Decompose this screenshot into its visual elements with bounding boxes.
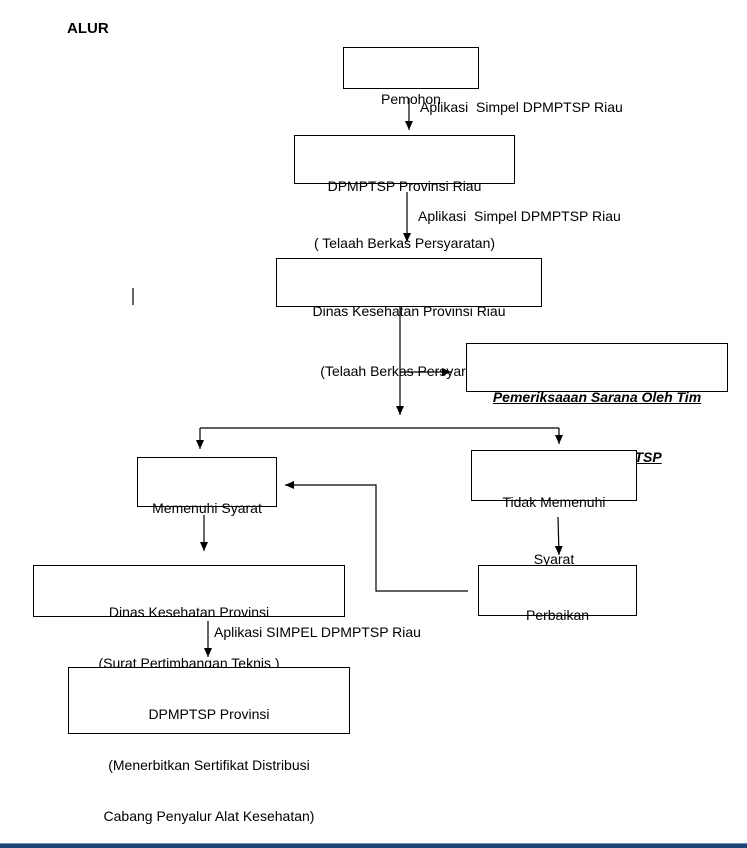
step-dpmptsp-provinsi-line-3: Cabang Penyalur Alat Kesehatan): [103, 808, 315, 824]
step-perbaikan-line-1: Perbaikan: [525, 607, 590, 623]
step-pemeriksaan-line-1: Pemeriksaaan Sarana Oleh Tim: [492, 389, 702, 405]
step-memenuhi-syarat-line-1: Memenuhi Syarat: [152, 500, 262, 516]
step-dinkes-riau-line-1: Dinas Kesehatan Provinsi Riau: [312, 303, 506, 319]
step-dpmptsp-riau-line-2: ( Telaah Berkas Persyaratan): [313, 235, 496, 251]
step-dpmptsp-provinsi: DPMPTSP Provinsi (Menerbitkan Sertifikat…: [68, 667, 350, 824]
step-dpmptsp-provinsi-line-2: (Menerbitkan Sertifikat Distribusi: [108, 757, 310, 773]
step-dinkes-provinsi: Dinas Kesehatan Provinsi (Surat Pertimba…: [33, 565, 345, 671]
step-dpmptsp-riau: DPMPTSP Provinsi Riau ( Telaah Berkas Pe…: [294, 135, 515, 251]
step-pemohon: Pemohon: [343, 47, 479, 107]
step-memenuhi-syarat: Memenuhi Syarat: [137, 457, 277, 516]
step-pemohon-line-1: Pemohon: [381, 91, 441, 107]
step-pemeriksaan: Pemeriksaaan Sarana Oleh Tim Teknis & DP…: [466, 343, 728, 465]
step-dpmptsp-riau-line-1: DPMPTSP Provinsi Riau: [327, 178, 482, 194]
step-dpmptsp-provinsi-line-1: DPMPTSP Provinsi: [148, 706, 270, 722]
step-dinkes-provinsi-line-1: Dinas Kesehatan Provinsi: [108, 604, 270, 620]
step-dinkes-riau: Dinas Kesehatan Provinsi Riau (Telaah Be…: [276, 258, 542, 379]
arrow-label-aplikasi-2: Aplikasi Simpel DPMPTSP Riau: [418, 208, 621, 224]
arrow-label-aplikasi-1: Aplikasi Simpel DPMPTSP Riau: [420, 99, 623, 115]
arrow-label-aplikasi-3: Aplikasi SIMPEL DPMPTSP Riau: [214, 624, 421, 640]
footer-bar: [0, 843, 747, 848]
step-tidak-memenuhi-line-2: Syarat: [533, 551, 575, 567]
step-perbaikan: Perbaikan: [478, 565, 637, 623]
step-tidak-memenuhi-line-1: Tidak Memenuhi: [502, 494, 606, 510]
step-tidak-memenuhi-syarat: Tidak Memenuhi Syarat: [471, 450, 637, 567]
page-title: ALUR: [67, 20, 109, 37]
